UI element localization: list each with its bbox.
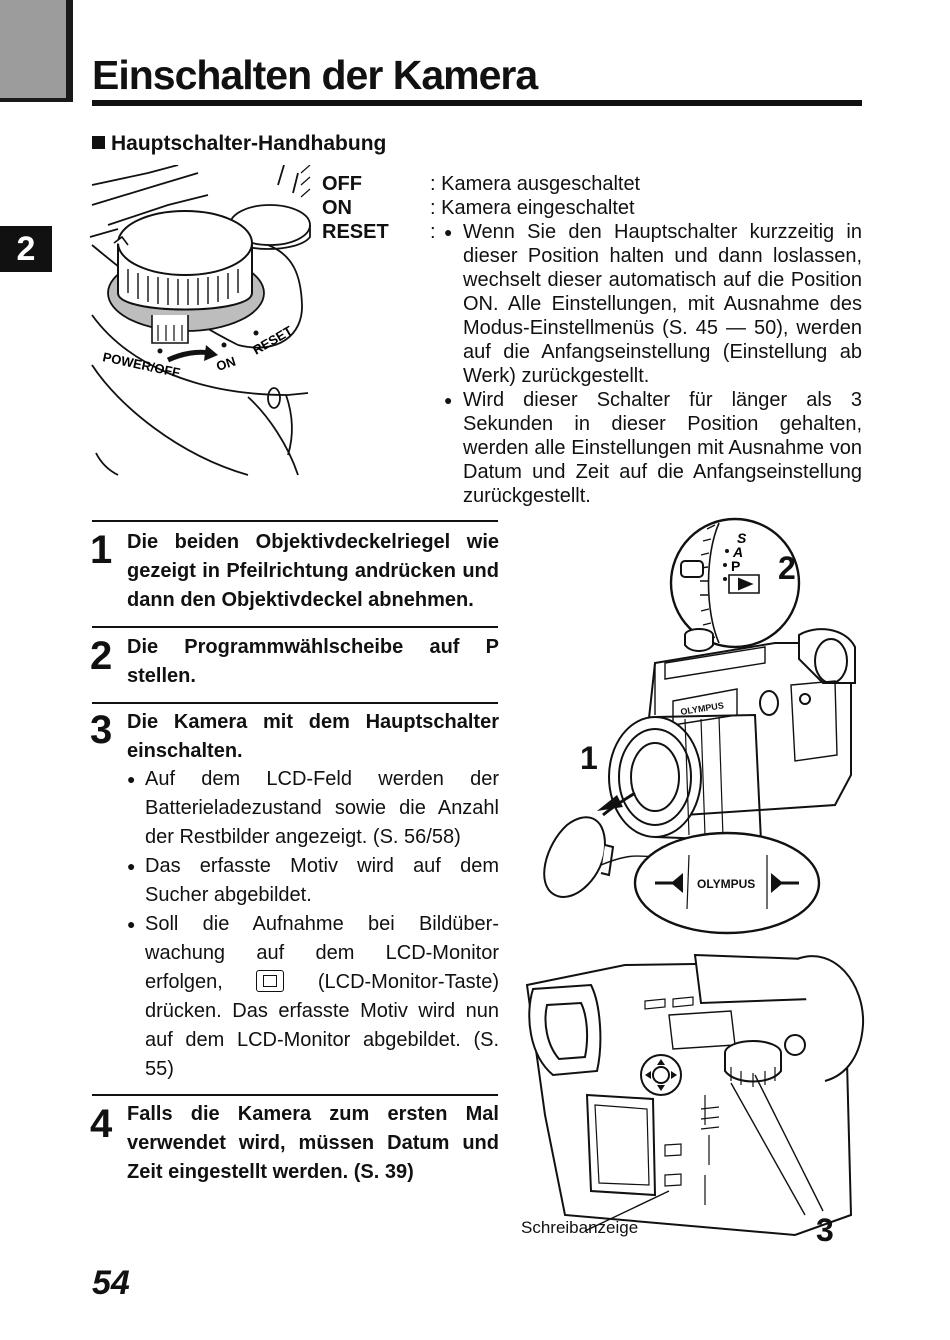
reset-bullet: Wird dieser Schalter für länger als 3 Se… — [444, 388, 862, 508]
power-dial-illustration: POWER/OFF ON RESET — [89, 165, 311, 476]
step3-bullet-text: (LCD-Monitor-Taste) drücken. Das erfasst… — [145, 971, 499, 1080]
step3-bullet-text: Soll die Aufnahme bei Bildüber-wachung a… — [145, 913, 499, 993]
step-text: Falls die Kamera zum ersten Mal verwende… — [127, 1103, 499, 1183]
switch-key-off: OFF — [322, 173, 362, 195]
callout-1: 1 — [580, 740, 598, 776]
section-heading: Hauptschalter-Handhabung — [92, 132, 386, 156]
step3-bullet: Das erfasste Motiv wird auf dem Sucher a… — [127, 852, 499, 910]
step3-bullet: Soll die Aufnahme bei Bildüber-wachung a… — [127, 910, 499, 1084]
step-text: Die beiden Objektivdeckelriegel wie geze… — [127, 531, 499, 611]
step-rule — [92, 520, 498, 522]
square-bullet-icon — [92, 136, 105, 149]
page-title: Einschalten der Kamera — [92, 52, 538, 98]
step-text: Die Programmwählscheibe auf P stellen. — [127, 636, 499, 687]
step-number: 4 — [90, 1102, 113, 1146]
dial-label-power-off: POWER/OFF — [101, 349, 181, 380]
step-rule — [92, 626, 498, 628]
dial-label-on: ON — [214, 354, 237, 374]
mode-dial-label-p: P — [731, 558, 740, 574]
reset-bullet-list: Wenn Sie den Hauptschalter kurzzeitig in… — [322, 220, 862, 508]
callout-2: 2 — [778, 550, 796, 586]
chapter-corner-block — [0, 0, 73, 102]
brand-label-cap: OLYMPUS — [697, 877, 755, 891]
title-rule — [92, 100, 862, 106]
step-text: Die Kamera mit dem Hauptschalter einscha… — [127, 711, 499, 762]
switch-desc-on: : Kamera eingeschaltet — [430, 197, 635, 219]
switch-row-off: OFF : Kamera ausgeschaltet — [322, 172, 862, 196]
camera-illustration: OLYMPUS OLYMPUS — [525, 517, 865, 1237]
step-number: 2 — [90, 634, 113, 678]
page-number: 54 — [92, 1264, 130, 1302]
switch-row-on: ON : Kamera eingeschaltet — [322, 196, 862, 220]
switch-position-table: OFF : Kamera ausgeschaltet ON : Kamera e… — [322, 172, 862, 508]
dial-label-reset: RESET — [250, 323, 295, 358]
step-rule — [92, 1094, 498, 1096]
mode-dial-label-s: S — [737, 530, 747, 546]
step-number: 1 — [90, 528, 113, 572]
step-number: 3 — [90, 708, 113, 752]
switch-key-reset: RESET — [322, 221, 389, 243]
step3-bullet: Auf dem LCD-Feld werden der Batterielade… — [127, 765, 499, 852]
step3-bullet-list: Auf dem LCD-Feld werden der Batterielade… — [127, 765, 499, 1084]
step-rule — [92, 702, 498, 704]
switch-reset-colon: : — [430, 221, 436, 243]
switch-key-on: ON — [322, 197, 352, 219]
switch-row-reset: RESET : Wenn Sie den Hauptschalter kurzz… — [322, 220, 862, 508]
callout-3: 3 — [816, 1212, 834, 1248]
switch-desc-off: : Kamera ausgeschaltet — [430, 173, 641, 195]
mode-dial-label-a: A — [732, 544, 743, 560]
figure-caption: Schreibanzeige — [521, 1218, 639, 1237]
chapter-tab: 2 — [0, 226, 52, 272]
reset-bullet: Wenn Sie den Hauptschalter kurzzeitig in… — [444, 220, 862, 388]
section-heading-text: Hauptschalter-Handhabung — [111, 132, 387, 155]
lcd-monitor-button-icon — [256, 970, 285, 992]
